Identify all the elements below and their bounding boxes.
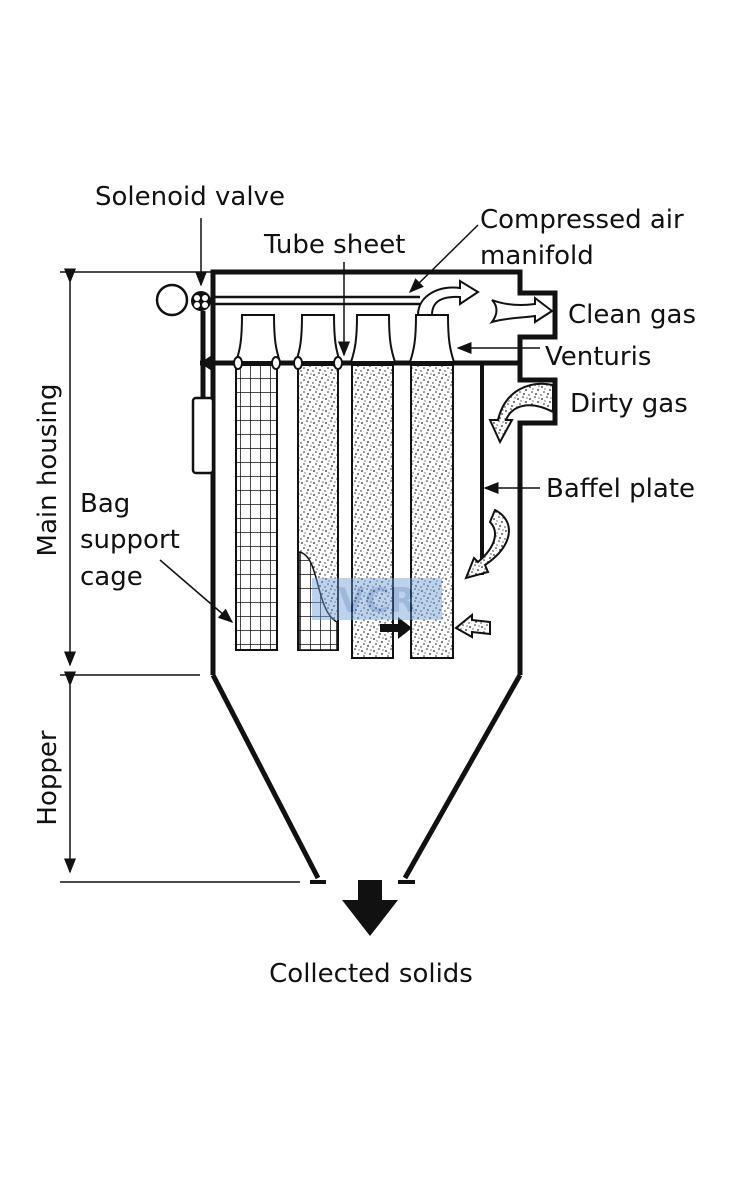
label-compressed-air: Compressed air xyxy=(480,205,684,235)
venturis xyxy=(233,314,456,370)
label-baffel-plate: Baffel plate xyxy=(546,474,695,504)
pulse-arrow xyxy=(380,617,412,639)
compressed-air-manifold xyxy=(213,295,420,306)
label-support: support xyxy=(80,525,180,555)
svg-text:VCR: VCR xyxy=(338,581,415,621)
label-clean-gas: Clean gas xyxy=(568,300,696,330)
dimension-lines xyxy=(60,268,300,883)
label-cage: cage xyxy=(80,562,143,592)
main-housing-outline xyxy=(210,269,558,884)
watermark: VCR xyxy=(312,578,442,621)
label-venturis: Venturis xyxy=(545,342,651,372)
label-tube-sheet: Tube sheet xyxy=(263,230,405,260)
label-collected-solids: Collected solids xyxy=(269,959,473,989)
label-bag: Bag xyxy=(80,489,130,519)
label-main-housing: Main housing xyxy=(33,384,63,557)
bag-support-cage xyxy=(235,364,278,651)
clean-gas-arrows xyxy=(416,279,554,324)
filter-bag-3 xyxy=(410,364,454,659)
collected-solids-arrow xyxy=(342,880,398,936)
filter-bag-2 xyxy=(351,364,394,659)
solenoid-valve xyxy=(155,283,215,475)
label-manifold: manifold xyxy=(480,241,594,271)
dirty-gas-arrows xyxy=(454,382,554,639)
label-hopper: Hopper xyxy=(33,730,63,825)
label-solenoid-valve: Solenoid valve xyxy=(95,182,285,212)
leader-lines xyxy=(159,218,540,623)
label-dirty-gas: Dirty gas xyxy=(570,389,688,419)
